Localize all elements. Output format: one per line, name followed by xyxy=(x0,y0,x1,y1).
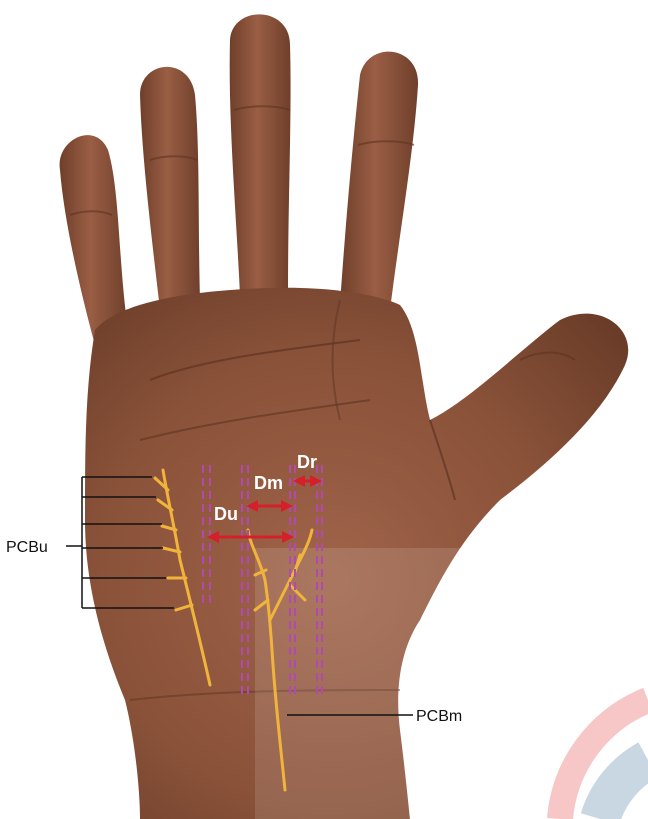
label-dr: Dr xyxy=(297,452,317,472)
label-dm: Dm xyxy=(254,473,283,493)
finger-index xyxy=(340,52,418,310)
label-du: Du xyxy=(214,504,238,524)
finger-middle xyxy=(230,14,291,295)
label-pcbu: PCBu xyxy=(6,539,48,556)
label-pcbm: PCBm xyxy=(416,708,462,725)
finger-ring xyxy=(140,67,200,310)
hand xyxy=(60,14,629,819)
watermark xyxy=(560,700,648,819)
